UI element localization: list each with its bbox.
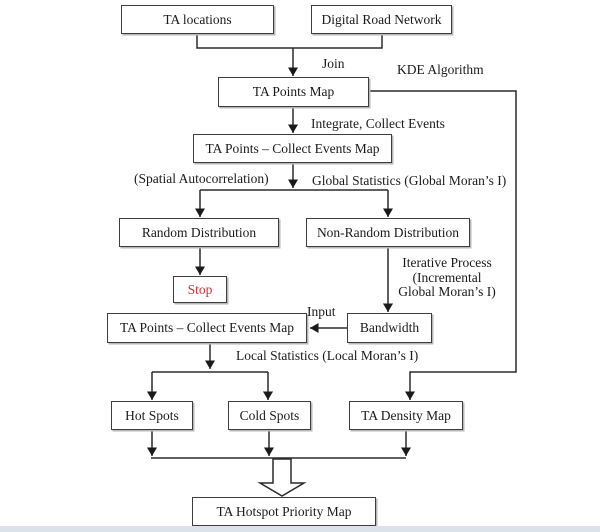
node-ta-points-map: TA Points Map (218, 77, 369, 107)
edge-label-input: Input (307, 304, 336, 319)
edge-label-kde-algorithm: KDE Algorithm (397, 62, 484, 77)
connector-kde-bypass (369, 90, 517, 400)
node-cold-spots: Cold Spots (228, 401, 311, 430)
node-ta-points-collect-events-map-2: TA Points – Collect Events Map (107, 313, 307, 343)
node-bandwidth: Bandwidth (347, 313, 432, 343)
page-bottom-strip (0, 526, 600, 532)
edge-label-global-statistics: Global Statistics (Global Moran’s I) (312, 173, 507, 188)
edge-label-local-statistics: Local Statistics (Local Moran’s I) (236, 348, 419, 363)
node-stop: Stop (173, 276, 227, 303)
node-ta-density-map: TA Density Map (349, 401, 463, 430)
edge-label-iterative-process: Iterative Process (Incremental Global Mo… (398, 255, 496, 299)
edge-label-integrate-collect-events: Integrate, Collect Events (311, 116, 445, 131)
node-digital-road-network: Digital Road Network (311, 5, 452, 34)
connector-inputs-merge (196, 34, 383, 49)
node-ta-points-collect-events-map-1: TA Points – Collect Events Map (193, 134, 392, 163)
edge-label-join: Join (322, 56, 345, 71)
edge-label-spatial-autocorrelation: (Spatial Autocorrelation) (134, 171, 269, 186)
block-arrow-down-icon (257, 458, 307, 497)
node-non-random-distribution: Non-Random Distribution (306, 218, 470, 247)
node-hot-spots: Hot Spots (111, 401, 193, 430)
node-random-distribution: Random Distribution (119, 218, 279, 247)
node-ta-hotspot-priority-map: TA Hotspot Priority Map (192, 497, 376, 526)
node-ta-locations: TA locations (121, 5, 274, 34)
